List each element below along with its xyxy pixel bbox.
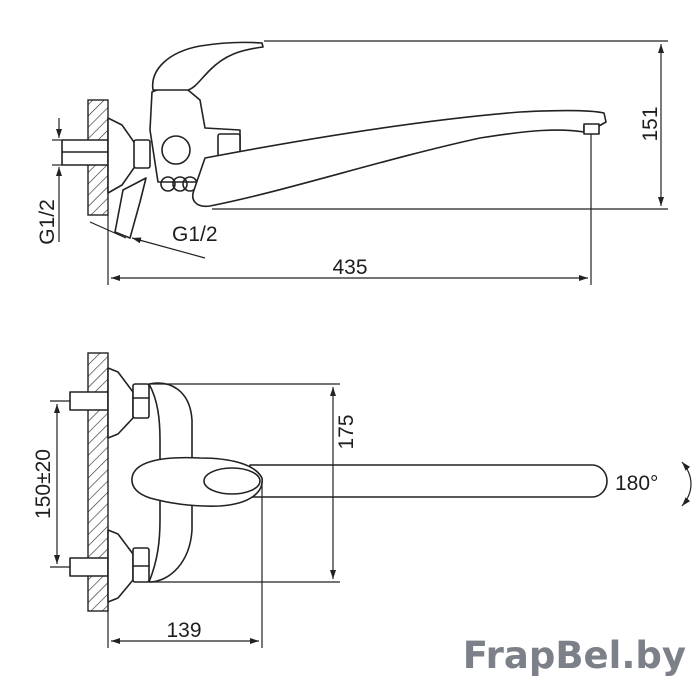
watermark-logo: FrapBel.by — [462, 634, 686, 677]
side-view — [61, 41, 607, 239]
wall-hatch-front — [87, 352, 109, 612]
dim-label-175: 175 — [335, 414, 358, 449]
dim-label-wall-thread: G1/2 — [36, 199, 59, 245]
side-view-dimensions — [52, 40, 668, 285]
dim-label-435: 435 — [332, 256, 367, 279]
lever-front — [131, 456, 263, 507]
front-view-dimensions — [50, 383, 340, 648]
spout-top — [192, 109, 607, 208]
escutcheon-upper — [107, 367, 134, 439]
dim-label-rotation: 180° — [615, 472, 658, 495]
eccentric-pipe — [114, 177, 147, 239]
rotation-arrow — [681, 461, 692, 507]
lever-top — [151, 41, 264, 91]
nut-lower — [132, 547, 150, 583]
front-view — [69, 352, 692, 612]
spout-front — [249, 464, 608, 498]
dim-label-151: 151 — [639, 106, 662, 141]
eccentric-nut-top — [133, 139, 151, 169]
escutcheon-top — [107, 117, 137, 194]
inlet-pipe-lower — [69, 557, 109, 577]
dim-label-inlet-thread: G1/2 — [172, 223, 218, 246]
dim-label-139: 139 — [166, 619, 201, 642]
inlet-pipe-upper — [69, 391, 109, 411]
dim-label-centers: 150±20 — [32, 449, 55, 519]
nut-upper — [132, 383, 150, 419]
escutcheon-lower — [107, 529, 134, 603]
